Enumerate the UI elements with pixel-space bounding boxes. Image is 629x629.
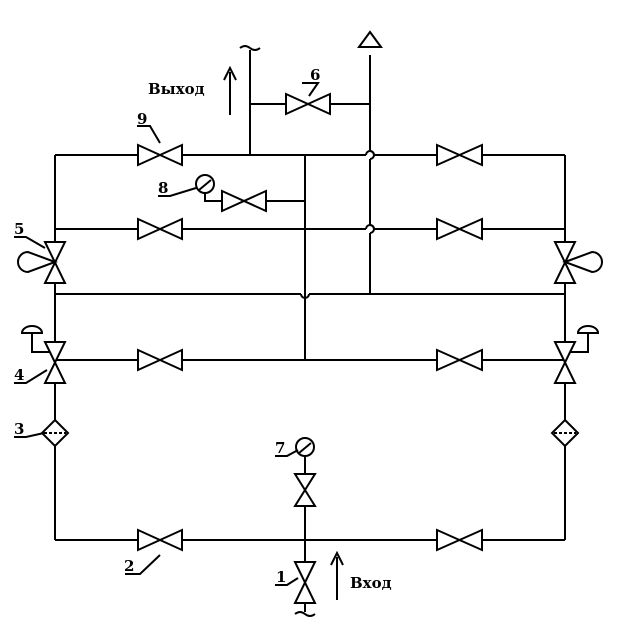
valve-4-left-icon: [43, 341, 67, 384]
gauges: [195, 174, 315, 457]
valves: [43, 92, 577, 604]
label-7: 7: [275, 439, 285, 457]
leader-2: [125, 554, 161, 575]
valve-top-right-icon: [436, 143, 483, 167]
leader-1: [275, 577, 299, 586]
leader-5: [14, 236, 46, 249]
pipe-vent-crossover-1: [369, 150, 375, 160]
leader-6: [302, 82, 320, 97]
valve-7-icon: [293, 473, 317, 507]
leader-8: [158, 187, 197, 197]
label-4: 4: [14, 366, 24, 384]
cap-right-icon: [576, 325, 600, 334]
leader-7: [275, 449, 299, 457]
outlet-arrow-head-icon: [223, 65, 237, 81]
inlet-break-icon: [294, 611, 316, 617]
label-8: 8: [158, 179, 168, 197]
inlet-arrow-head-icon: [330, 550, 344, 566]
label-3: 3: [14, 420, 24, 438]
filters: [40, 418, 580, 448]
valve-row2-left-icon: [137, 217, 183, 241]
pipes: [31, 50, 589, 612]
pipe-vent-crossover-2: [369, 224, 375, 234]
valve-8-icon: [221, 189, 267, 213]
valve-4-right-icon: [553, 341, 577, 384]
label-6: 6: [310, 66, 320, 84]
actuator-left-icon: [17, 250, 58, 274]
vent-triangle-icon: [357, 30, 383, 48]
outlet-break-icon: [239, 45, 261, 51]
actuator-right-icon: [562, 250, 603, 274]
label-1: 1: [276, 568, 286, 586]
leader-9: [137, 125, 161, 144]
outlet-label: Выход: [148, 80, 205, 98]
cap-left-icon: [20, 325, 44, 334]
valve-9-icon: [137, 143, 183, 167]
actuators: [17, 250, 603, 274]
label-5: 5: [14, 220, 24, 238]
valve-row4-right-icon: [436, 348, 483, 372]
pipe-gauge8-connection: [204, 191, 222, 202]
gauge-8-needle: [198, 179, 212, 191]
valve-row2-right-icon: [436, 217, 483, 241]
flow-arrows: [223, 65, 344, 600]
valve-2-icon: [137, 528, 183, 552]
pipe-cap-right: [565, 333, 589, 353]
leader-3: [14, 432, 45, 438]
inlet-label: Вход: [350, 574, 392, 592]
caps: [20, 325, 600, 334]
valve-1-icon: [293, 561, 317, 604]
valve-row4-left-icon: [137, 348, 183, 372]
label-2: 2: [124, 557, 134, 575]
pipe-cap-left: [31, 333, 55, 353]
terminals: [239, 30, 383, 617]
leaders: [14, 82, 320, 586]
leader-4: [14, 369, 48, 384]
text-labels: Выход Вход 9 6 8 5 4 3 2 7 1: [14, 66, 392, 592]
valve-6-icon: [285, 92, 331, 116]
label-9: 9: [137, 110, 147, 128]
valve-bottom-right-icon: [436, 528, 483, 552]
gauge-7-needle: [298, 442, 312, 454]
